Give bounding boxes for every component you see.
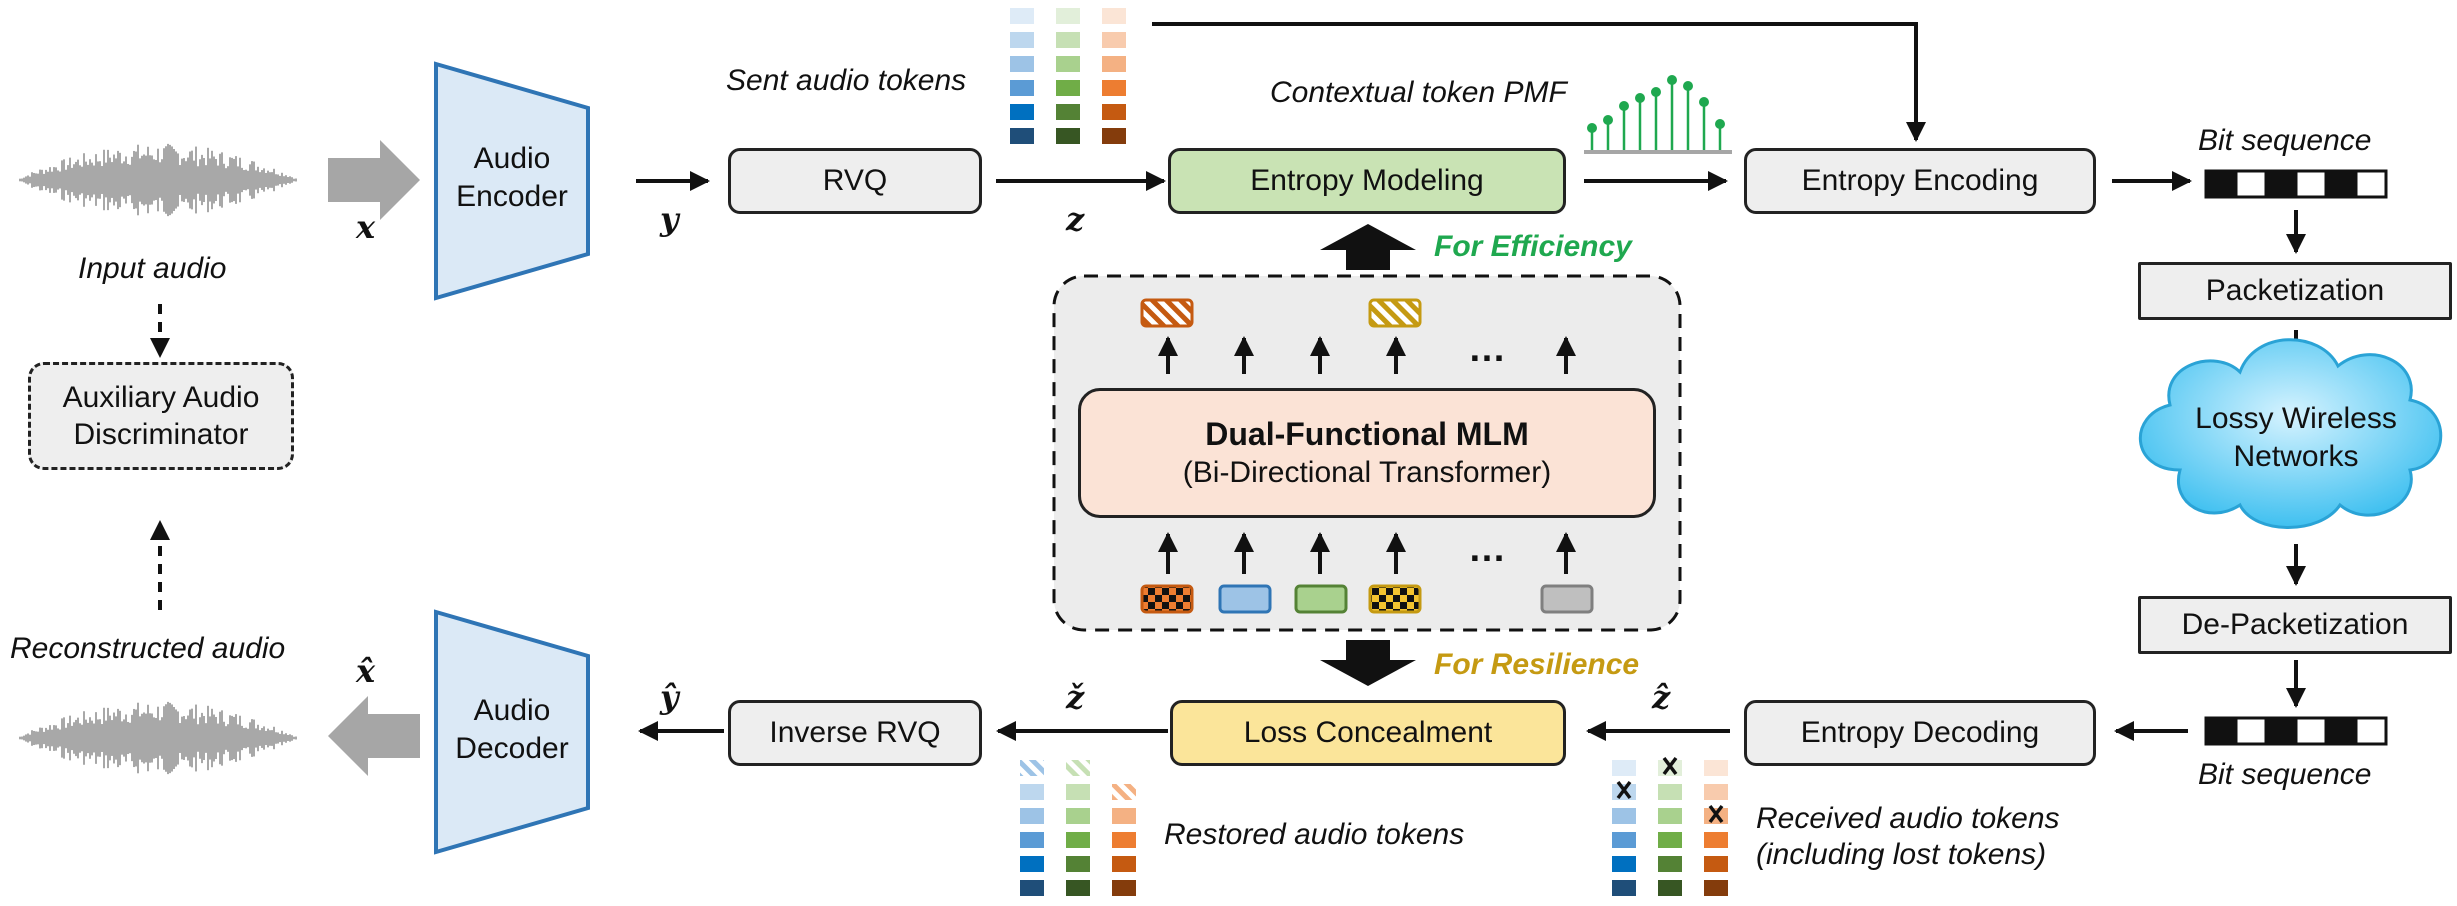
entropy-decoding-label: Entropy Decoding: [1800, 716, 2040, 750]
entropy-encoding-label: Entropy Encoding: [1801, 164, 2039, 198]
loss-concealment-block: Loss Concealment: [1170, 700, 1566, 766]
inverse-rvq-label: Inverse RVQ: [769, 716, 941, 750]
bit-sequence-top-label: Bit sequence: [2198, 124, 2372, 157]
audio-encoder-label-line2: Encoder: [456, 180, 568, 213]
arrow-tokens-ee: [1152, 22, 1926, 142]
received-token-grid: [1612, 756, 1728, 896]
reconstructed-audio-label: Reconstructed audio: [10, 632, 286, 665]
audio-decoder-shape: [434, 609, 590, 855]
restored-tokens-label: Restored audio tokens: [1164, 818, 1465, 851]
symbol-x-hat: x̂: [356, 652, 376, 690]
input-audio-label: Input audio: [78, 252, 227, 285]
loss-concealment-label: Loss Concealment: [1243, 716, 1493, 750]
mlm-output-arrows: [1158, 336, 1576, 374]
aux-disc-label-line1: Auxiliary Audio: [62, 380, 260, 414]
ellipsis-top: …: [1468, 328, 1506, 370]
audio-decoder-label: Audio Decoder: [436, 692, 588, 768]
bit-sequence-bottom-label: Bit sequence: [2198, 758, 2372, 791]
sent-token-grid: [1010, 8, 1126, 144]
output-waveform-icon: [19, 701, 297, 775]
entropy-modeling-label: Entropy Modeling: [1250, 164, 1484, 198]
lossy-network-label-line1: Lossy Wireless: [2195, 402, 2397, 435]
packetization-block: Packetization: [2138, 262, 2452, 320]
cloud-icon: [2138, 338, 2443, 529]
restored-token-grid: [1020, 760, 1136, 896]
bit-sequence-top-icon: [2204, 169, 2388, 199]
mlm-output-token-orange: [1140, 298, 1194, 328]
symbol-y-hat: ŷ: [660, 678, 679, 716]
mlm-block: Dual-Functional MLM (Bi-Directional Tran…: [1078, 388, 1656, 518]
bit-sequence-bottom-icon: [2204, 716, 2388, 746]
audio-decoder-label-line1: Audio: [473, 694, 551, 727]
mlm-input-token-yellow-masked: [1368, 584, 1422, 614]
for-resilience-label: For Resilience: [1434, 648, 1640, 681]
lossy-network-label: Lossy Wireless Networks: [2148, 400, 2444, 476]
mlm-input-token-gray: [1540, 584, 1594, 614]
depacketization-block: De-Packetization: [2138, 596, 2452, 654]
rvq-label: RVQ: [822, 164, 888, 198]
efficiency-arrow-icon: [1320, 224, 1416, 270]
audio-encoder-label-line1: Audio: [473, 142, 551, 175]
for-efficiency-label: For Efficiency: [1434, 230, 1632, 263]
audio-decoder-label-line2: Decoder: [455, 732, 569, 765]
mlm-input-arrows: [1158, 532, 1576, 574]
entropy-modeling-block: Entropy Modeling: [1168, 148, 1566, 214]
mlm-output-token-yellow: [1368, 298, 1422, 328]
packetization-label: Packetization: [2205, 274, 2385, 308]
contextual-pmf-label: Contextual token PMF: [1270, 76, 1567, 109]
right-arrow-icon: [328, 140, 420, 220]
depacketization-label: De-Packetization: [2181, 608, 2409, 642]
symbol-y: y: [660, 200, 679, 238]
mlm-title: Dual-Functional MLM: [1205, 416, 1529, 453]
pmf-stem-plot-icon: [1584, 75, 1732, 154]
auxiliary-discriminator-block: Auxiliary Audio Discriminator: [28, 362, 294, 470]
lossy-network-label-line2: Networks: [2233, 440, 2359, 473]
audio-encoder-label: Audio Encoder: [436, 140, 588, 216]
received-tokens-label-line1: Received audio tokens: [1756, 802, 2060, 835]
symbol-z-check: ž: [1066, 678, 1085, 716]
inverse-rvq-block: Inverse RVQ: [728, 700, 982, 766]
mlm-input-token-orange-masked: [1140, 584, 1194, 614]
audio-encoder-shape: [434, 61, 590, 301]
entropy-encoding-block: Entropy Encoding: [1744, 148, 2096, 214]
resilience-arrow-icon: [1320, 640, 1416, 686]
symbol-z: z: [1066, 200, 1085, 238]
mlm-subtitle: (Bi-Directional Transformer): [1182, 456, 1552, 490]
symbol-x: x: [356, 208, 376, 246]
rvq-block: RVQ: [728, 148, 982, 214]
mlm-input-token-blue: [1218, 584, 1272, 614]
aux-disc-label-line2: Discriminator: [73, 418, 249, 451]
ellipsis-bottom: …: [1468, 528, 1506, 570]
input-waveform-icon: [19, 143, 297, 217]
sent-tokens-label: Sent audio tokens: [726, 64, 967, 97]
received-tokens-label-line2: (including lost tokens): [1756, 838, 2047, 871]
entropy-decoding-block: Entropy Decoding: [1744, 700, 2096, 766]
symbol-z-hat: ẑ: [1652, 678, 1671, 716]
left-arrow-icon: [328, 696, 420, 776]
mlm-input-token-green: [1294, 584, 1348, 614]
